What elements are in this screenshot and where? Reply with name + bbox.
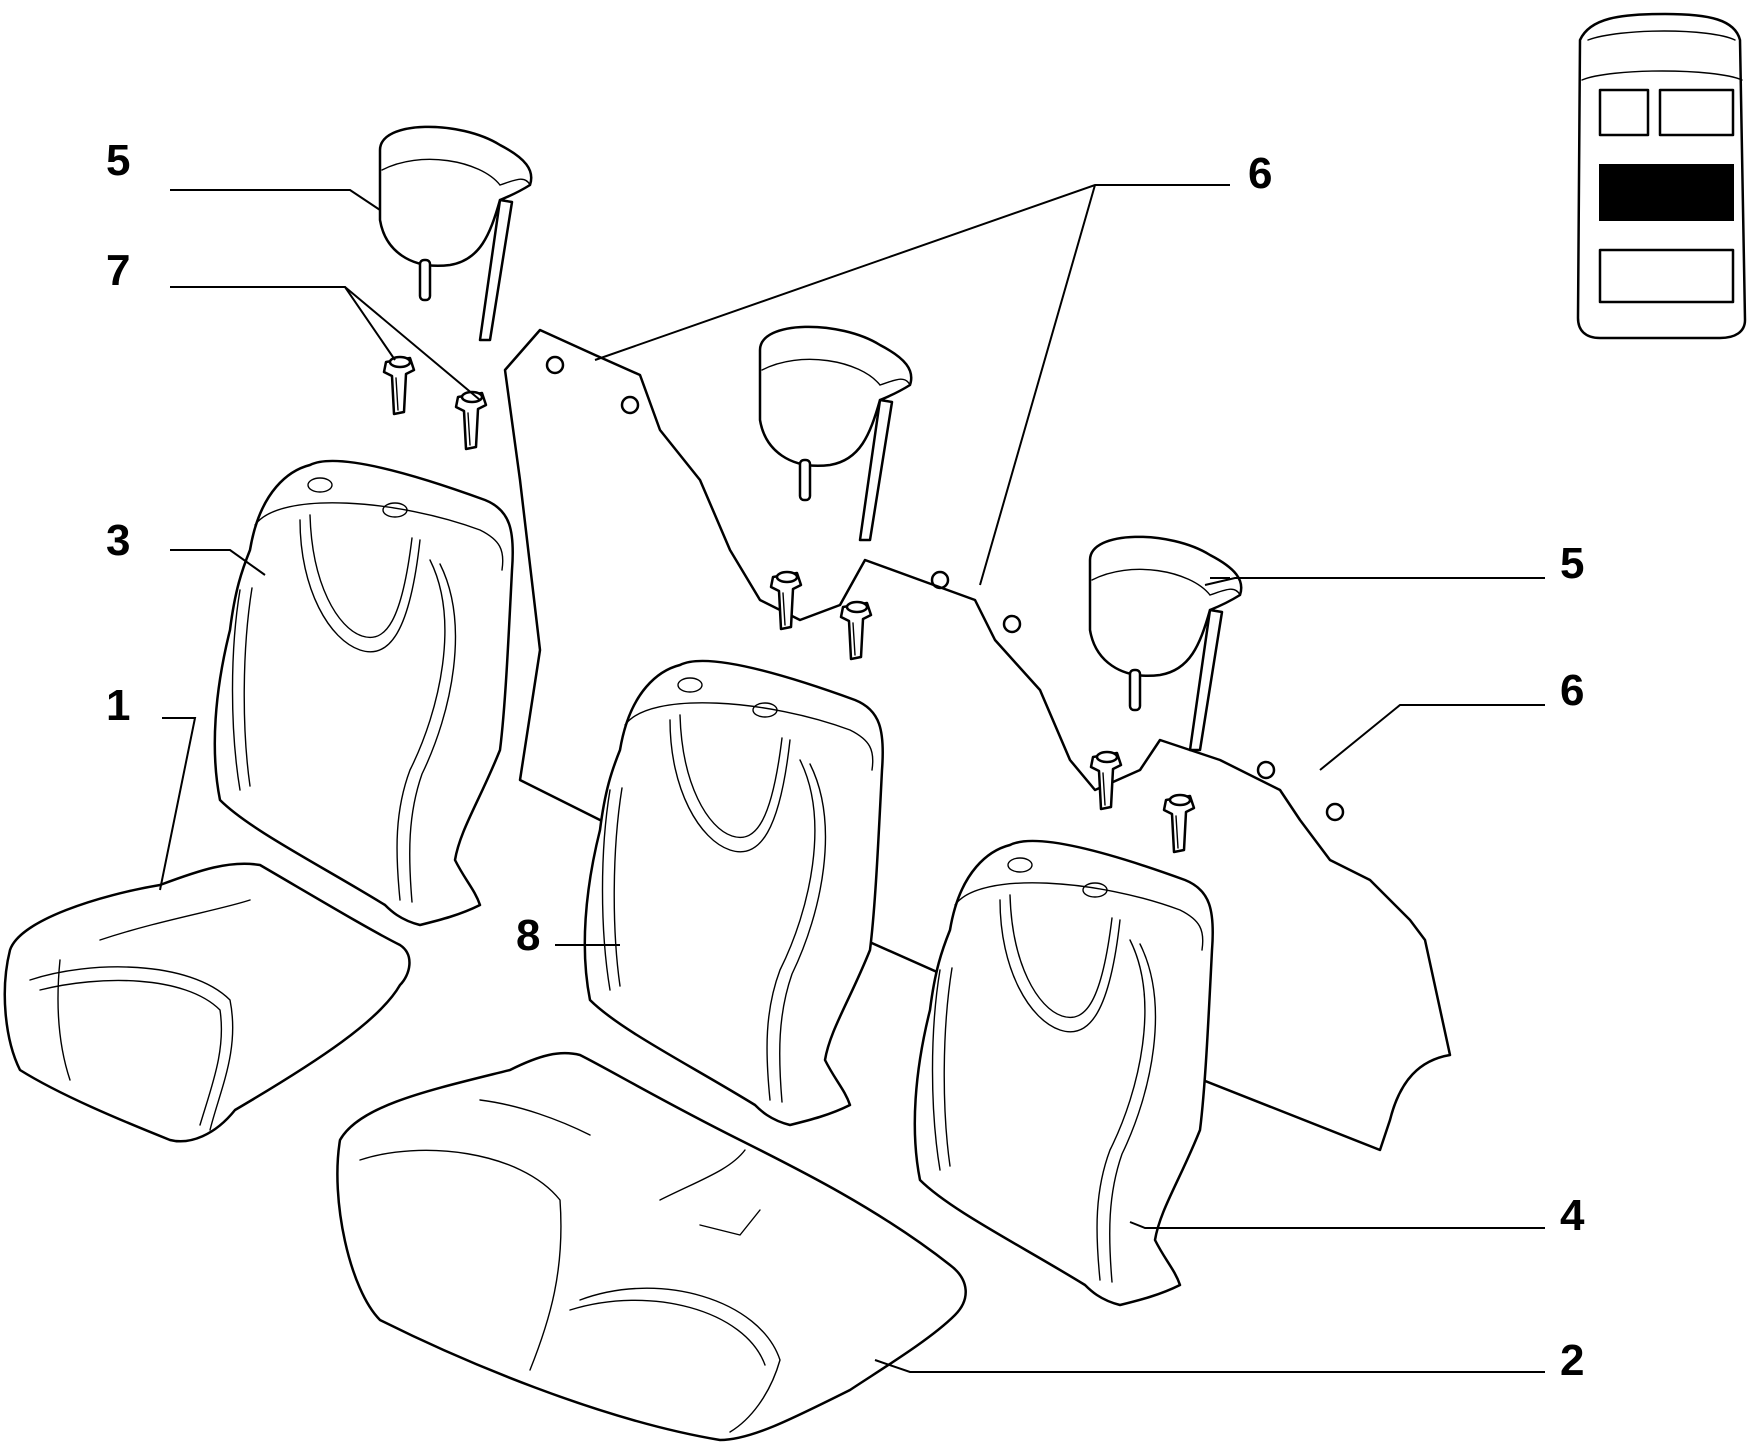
right-headrest: [1088, 535, 1243, 752]
callout-2: 2: [1560, 1336, 1584, 1385]
callout-5-left: 5: [106, 136, 130, 185]
callout-7: 7: [106, 246, 130, 295]
callout-6-top: 6: [1248, 149, 1272, 198]
locator-highlight-rear-row: [1599, 164, 1734, 221]
left-backrest: [213, 459, 515, 927]
callout-1: 1: [106, 681, 130, 730]
left-headrest: [378, 125, 533, 342]
headrest-guide: [382, 355, 416, 416]
right-backrest: [913, 839, 1215, 1307]
left-seat-cushion: [3, 862, 411, 1143]
callout-4: 4: [1560, 1191, 1585, 1240]
center-headrest: [758, 325, 913, 542]
callout-8: 8: [516, 911, 540, 960]
vehicle-locator-icon: [1576, 12, 1747, 340]
callout-6-right: 6: [1560, 666, 1584, 715]
rear-bench-cushion: [336, 1051, 967, 1442]
headrest-guide: [454, 390, 488, 451]
center-backrest: [583, 659, 885, 1127]
callout-5-right: 5: [1560, 539, 1584, 588]
callout-3: 3: [106, 516, 130, 565]
